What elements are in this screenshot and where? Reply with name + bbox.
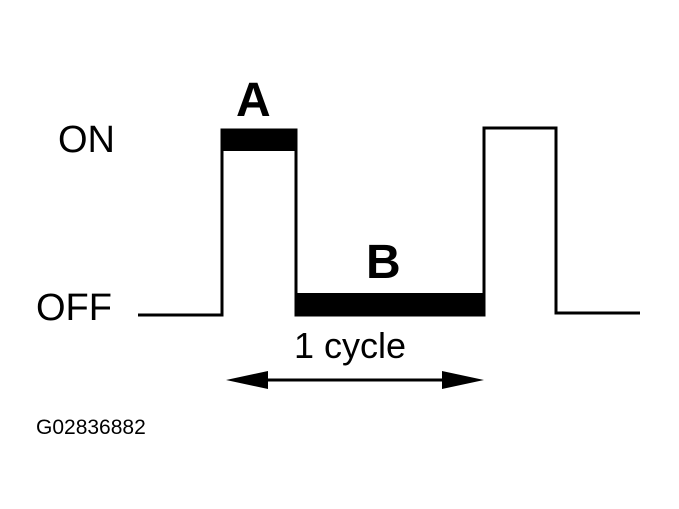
segment-a-bar — [222, 129, 296, 151]
arrow-right-head — [442, 371, 484, 389]
figure-code: G02836882 — [36, 416, 146, 439]
arrow-left-head — [226, 371, 268, 389]
cycle-double-arrow — [226, 371, 484, 389]
segment-b-label: B — [366, 236, 401, 289]
on-label: ON — [58, 119, 115, 161]
segment-a-label: A — [236, 74, 271, 127]
cycle-label: 1 cycle — [294, 325, 406, 366]
off-label: OFF — [36, 287, 112, 329]
segment-b-bar — [296, 293, 484, 315]
